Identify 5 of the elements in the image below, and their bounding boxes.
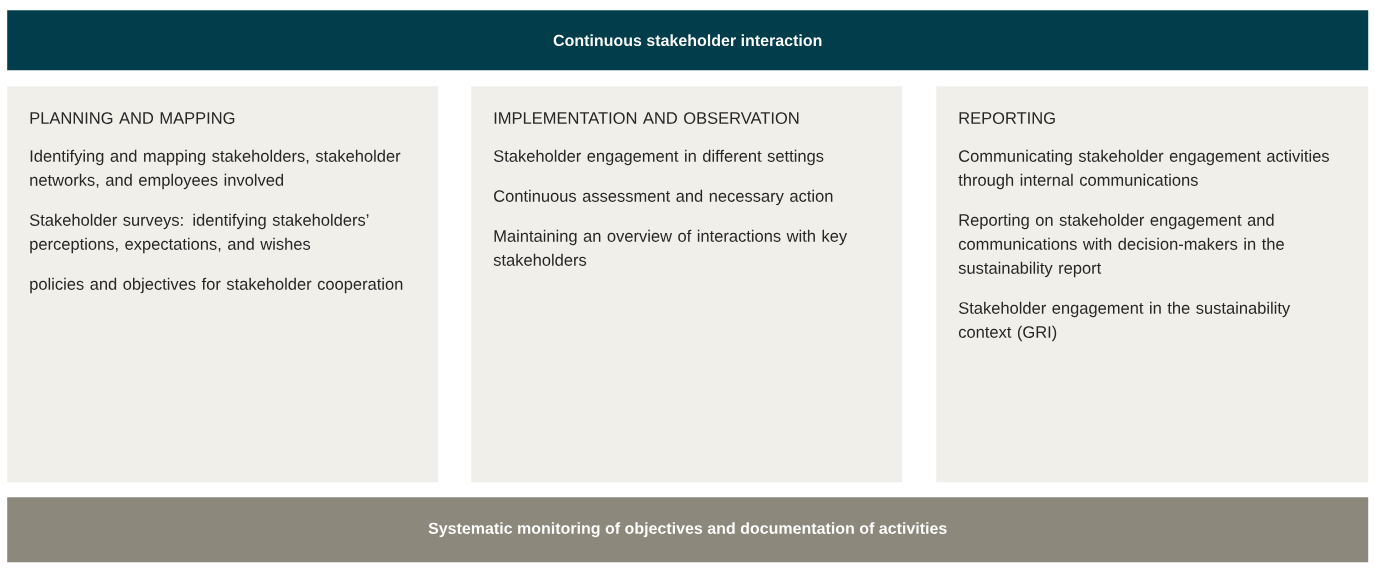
process-card: REPORTING Communicating stakeholder engagement activities through internal communications Reporting on stakeholder engagement and communications with decision-makers in the sustainability report Stakeholder engagement in the sustainability context (GRI)	[936, 86, 1369, 483]
process-card: IMPLEMENTATION AND OBSERVATION Stakeholder engagement in different settings Continuous assessment and necessary action Maintaining an overview of interactions with key stakeholders	[471, 86, 903, 483]
banner: Systematic monitoring of objectives and documentation of activities	[7, 497, 1369, 563]
banner: Continuous stakeholder interaction	[7, 10, 1369, 71]
process-card: PLANNING AND MAPPING Identifying and mapping stakeholders, stakeholder networks, and employees involved Stakeholder surveys: identifying stakeholders’ perceptions, expectations, and wishes policies and objectives for stakeholder cooperation	[7, 86, 439, 483]
